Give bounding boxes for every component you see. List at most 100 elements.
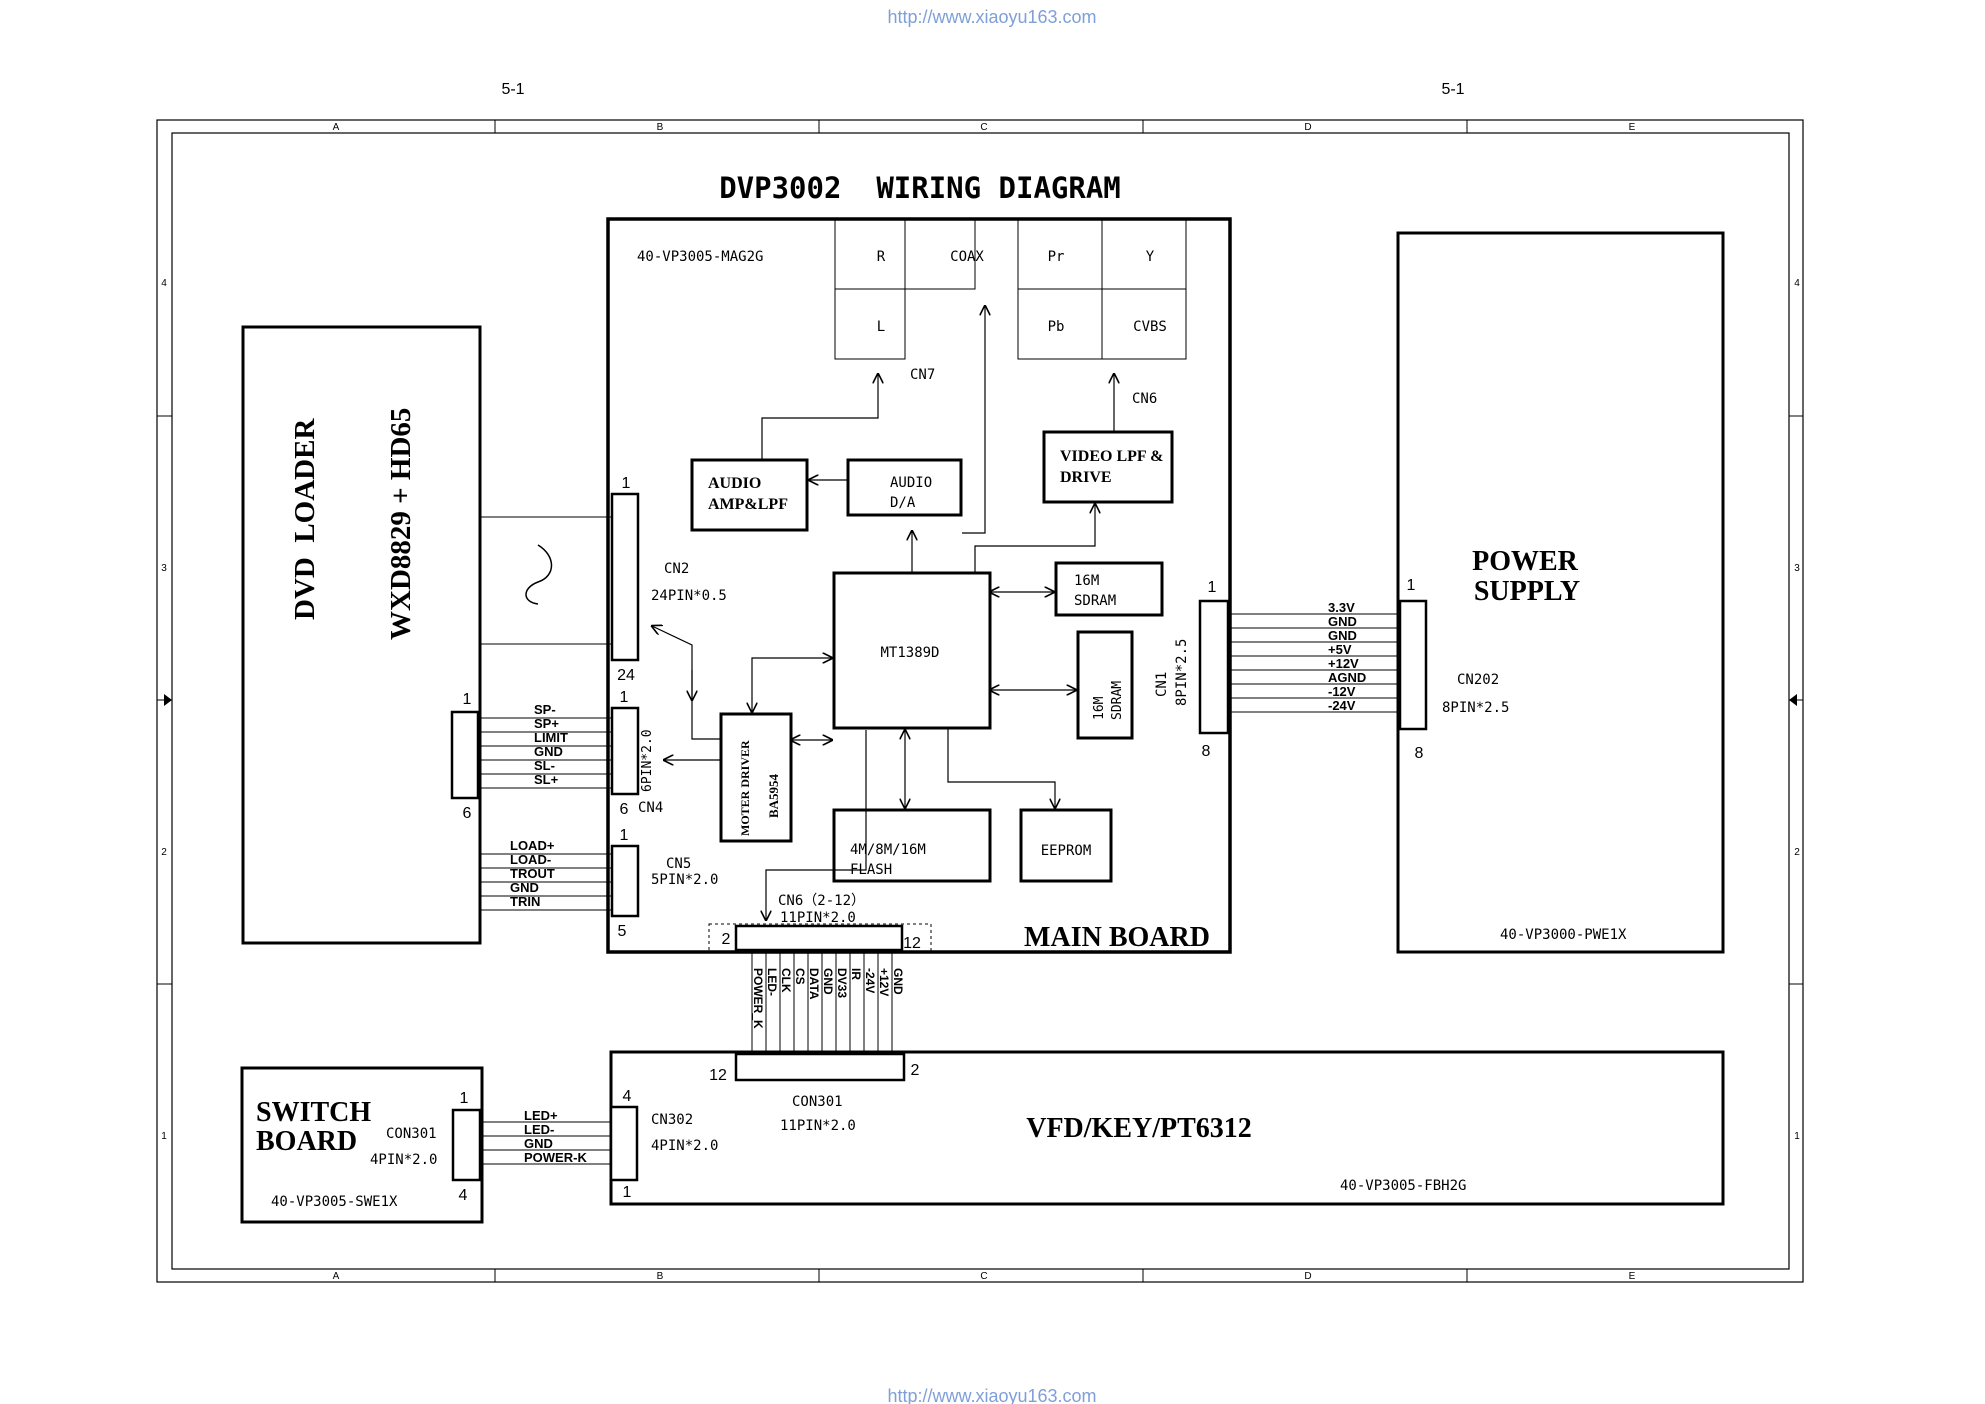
frame-grid [157,120,1803,1282]
eeprom-label: EEPROM [1041,843,1092,859]
wire-label-power-gnd-2: GND [1328,628,1357,643]
grid-col-top-e: E [1629,122,1636,133]
wire-label-switch-gnd: GND [524,1136,553,1151]
cn202-pin-last: 8 [1415,745,1424,762]
grid-col-bottom-c: C [980,1271,987,1282]
motor-driver-label-2: BA5954 [766,773,781,818]
cn202-connector [1398,599,1428,731]
grid-row-left-2: 2 [161,847,167,858]
con301-switch-spec: 4PIN*2.0 [370,1152,437,1168]
ribbon-label-dv33: DV33 [835,968,849,998]
cn2-pin-last: 24 [617,667,635,684]
main-board-part-number: 40-VP3005-MAG2G [637,249,763,265]
audio-da-label-1: AUDIO [890,475,932,491]
video-jack-grid [1017,218,1187,360]
jack-label-l: L [877,319,885,335]
audio-amp-block [690,458,809,532]
vfd-ribbon-labels: POWER_K LED- CLK CS DATA GND DV33 IR -24… [751,968,905,1029]
main-board-label: MAIN BOARD [1024,922,1210,953]
con301-switch-pin-top: 1 [460,1090,469,1107]
cn1-connector [1198,599,1230,735]
cn6-bottom-pin-last: 12 [903,935,921,952]
con301-switch-connector [451,1108,482,1182]
wire-label-minus24v: -24V [1328,698,1356,713]
cn202-label: CN202 [1457,672,1499,688]
grid-col-bottom-e: E [1629,1271,1636,1282]
vfd-ribbon-wires [751,950,893,1052]
cn6-bottom-label: CN6（2-12） [778,893,865,909]
power-supply-title-1: POWER [1472,546,1579,577]
grid-col-top-a: A [333,122,340,133]
video-lpf-label-1: VIDEO LPF & [1060,448,1163,465]
sdram-1-label-1: 16M [1074,573,1099,589]
sdram-2-label-2: SDRAM [1110,681,1125,720]
dvd-loader-title: DVD LOADER [289,418,321,620]
grid-col-top-d: D [1304,122,1311,133]
flash-block [832,808,992,883]
con301-vfd-spec: 11PIN*2.0 [780,1118,856,1134]
wire-label-sp-plus: SP+ [534,716,559,731]
loader-connector-pin-last: 6 [463,805,472,822]
eeprom-block [1019,808,1113,883]
video-jack-labels: Pr Y Pb CVBS [1048,249,1167,335]
cn1-pin-first: 1 [1208,579,1217,596]
load-wire-labels: LOAD+ LOAD- TROUT GND TRIN [510,838,555,909]
vfd-board-label: VFD/KEY/PT6312 [1026,1113,1252,1144]
ribbon-label-led-minus: LED- [765,968,779,996]
con301-switch-pin-bottom: 4 [459,1187,468,1204]
flash-label-2: FLASH [850,862,892,878]
cn1-pin-last: 8 [1202,743,1211,760]
ribbon-label-cs: CS [793,968,807,985]
jack-label-y: Y [1146,249,1155,265]
jack-label-pb: Pb [1048,319,1065,335]
grid-col-bottom-d: D [1304,1271,1311,1282]
con301-vfd-connector [734,1052,906,1082]
con301-vfd-pin-right: 2 [911,1062,920,1079]
grid-row-right-2: 2 [1794,847,1800,858]
cn6-bottom-outline [708,923,932,953]
grid-row-left-3: 3 [161,563,167,574]
mcu-label: MT1389D [880,645,939,661]
cn1-spec: 8PIN*2.5 [1174,639,1190,706]
url-bottom: http://www.xiaoyu163.com [887,1386,1096,1404]
sdram-1-label-2: SDRAM [1074,593,1116,609]
sdram-2-label-1: 16M [1092,696,1107,720]
video-lpf-block [1042,430,1174,504]
outer-frame [156,119,1804,1283]
grid-col-bottom-b: B [657,1271,664,1282]
cn5-pin-first: 1 [620,827,629,844]
motor-driver-block [719,712,793,843]
con301-vfd-pin-left: 12 [709,1067,727,1084]
wire-label-sl-minus: SL- [534,758,555,773]
wire-label-3v3: 3.3V [1328,600,1355,615]
cn2-pin-first: 1 [622,475,631,492]
cn5-spec: 5PIN*2.0 [651,872,718,888]
signal-arrows [652,306,1114,920]
video-lpf-label-2: DRIVE [1060,469,1112,486]
wire-label-sp-minus: SP- [534,702,556,717]
dvd-loader-model: WXD8829 + HD65 [385,408,417,640]
power-supply-part-number: 40-VP3000-PWE1X [1500,927,1627,943]
wire-label-limit: LIMIT [534,730,568,745]
wire-label-trin: TRIN [510,894,540,909]
grid-col-bottom-a: A [333,1271,340,1282]
jack-label-pr: Pr [1048,249,1065,265]
switch-board-part-number: 40-VP3005-SWE1X [271,1194,398,1210]
inner-frame [171,132,1790,1270]
cn6-bottom-spec: 11PIN*2.0 [780,910,856,926]
cn302-spec: 4PIN*2.0 [651,1138,718,1154]
wire-label-power-k: POWER-K [524,1150,587,1165]
cn4-connector [610,706,640,796]
grid-row-right-4: 4 [1794,278,1800,289]
wire-label-sl-plus: SL+ [534,772,559,787]
wire-label-plus5v: +5V [1328,642,1352,657]
switch-wire-labels: LED+ LED- GND POWER-K [524,1108,587,1165]
switch-board-box [240,1066,484,1224]
wire-label-load-plus: LOAD+ [510,838,555,853]
cn4-pin-last: 6 [620,801,629,818]
flex-cable-break-symbol [525,544,553,605]
cn4-spec: 6PIN*2.0 [640,729,655,792]
page-number-right: 5-1 [1441,81,1464,98]
cn4-label: CN4 [638,800,663,816]
grid-col-top-b: B [657,122,664,133]
